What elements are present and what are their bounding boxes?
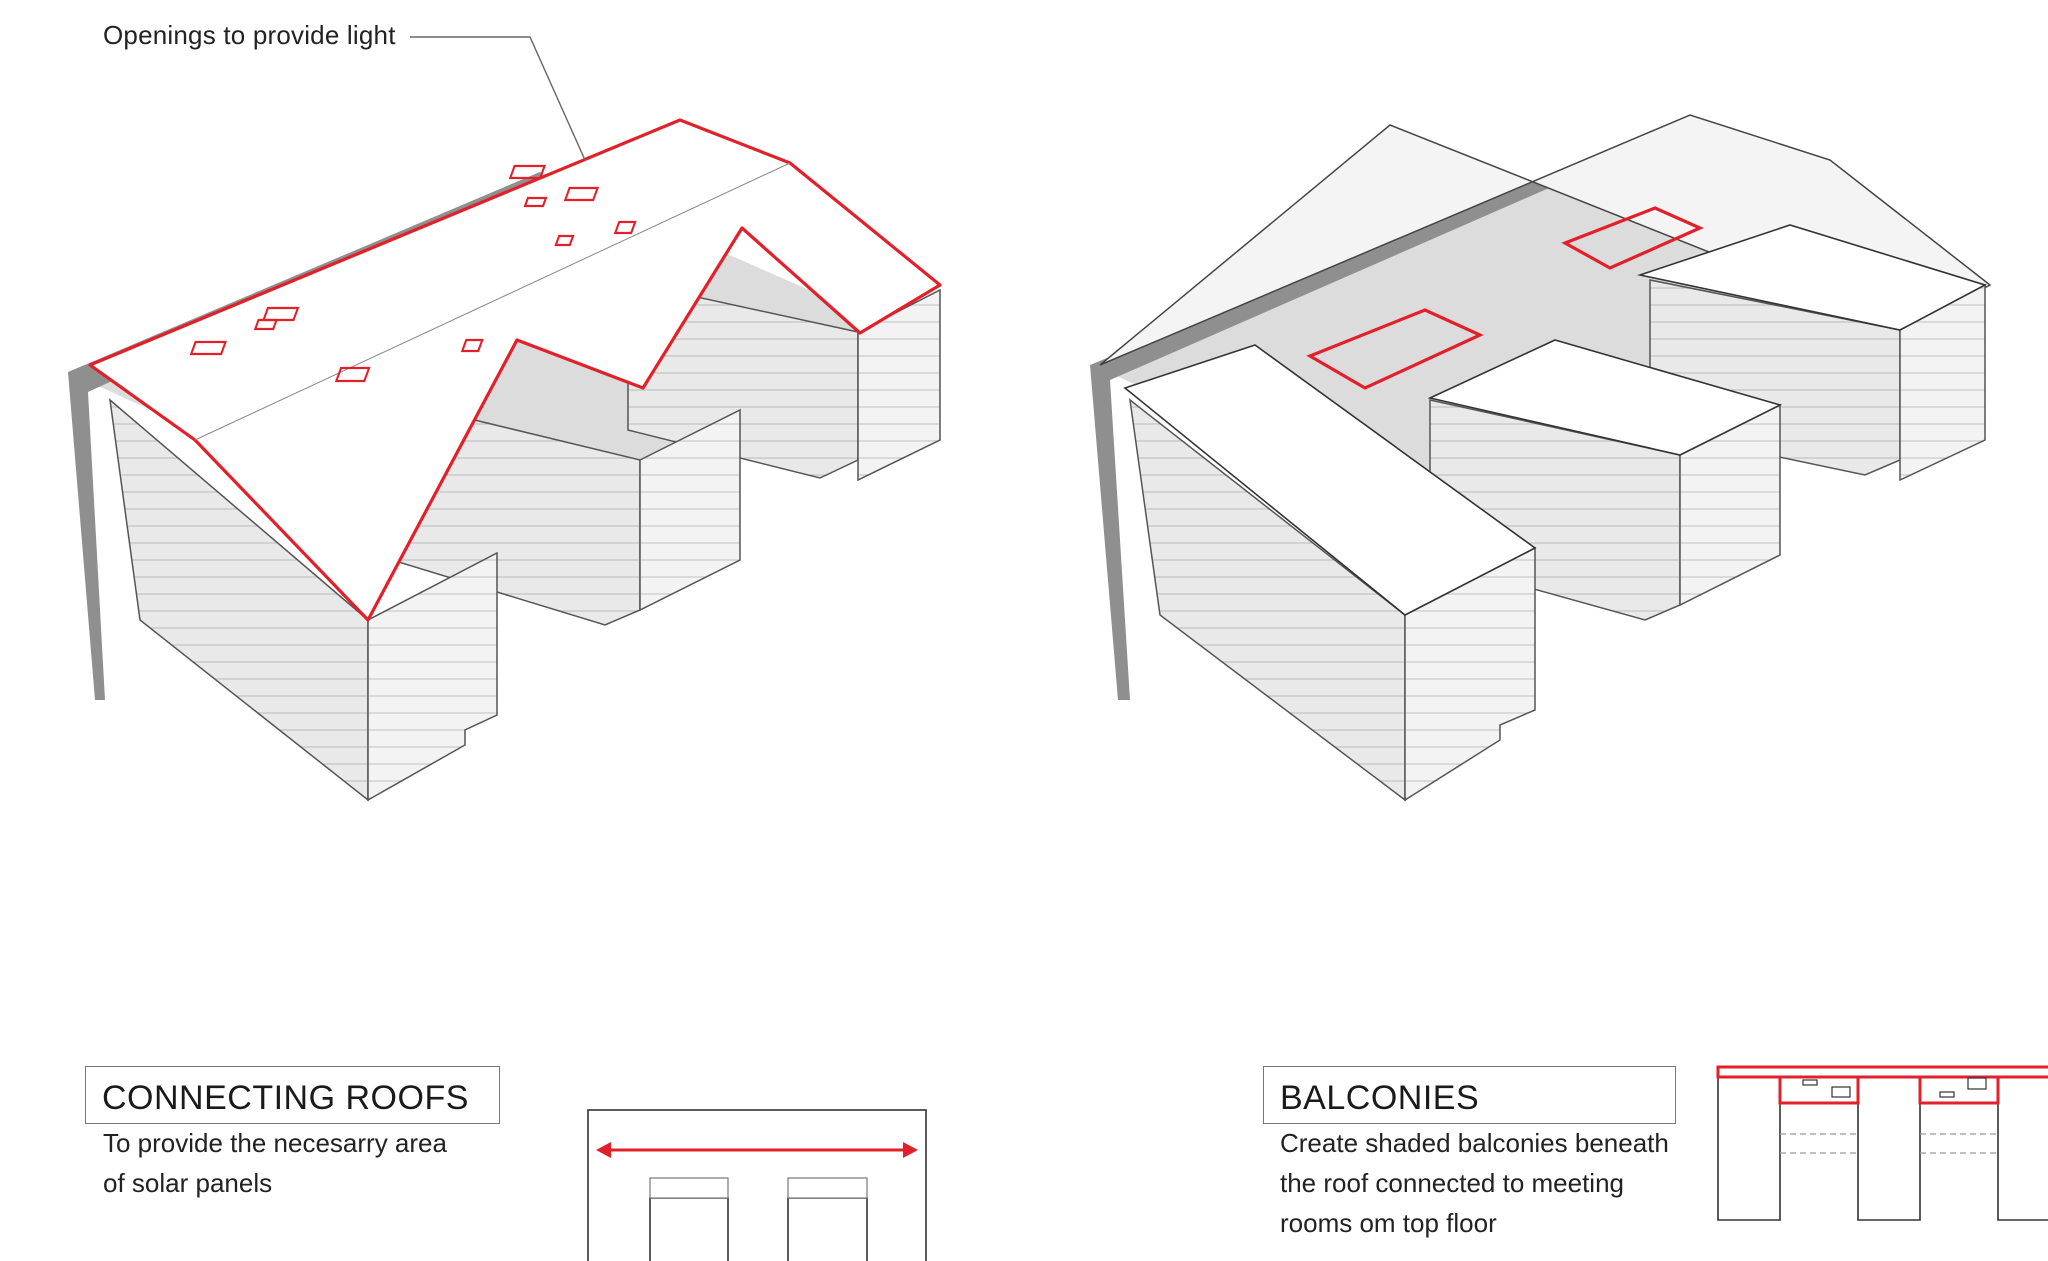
balcony-section-highlight <box>1918 1077 2000 1105</box>
section-window <box>1802 1079 1818 1086</box>
right-tower-far-roof <box>1636 224 1988 331</box>
description-line: Create shaded balconies beneath <box>1280 1128 1669 1158</box>
plan-roof-strip <box>649 1177 729 1199</box>
left-roof-ridge <box>194 162 791 441</box>
openings-callout-label: Openings to provide light <box>103 20 396 50</box>
callout-leader-line <box>410 36 586 161</box>
section-outline <box>1717 1066 2048 1221</box>
balcony-highlight <box>1561 206 1704 270</box>
balcony-section-highlight <box>1778 1077 1860 1105</box>
right-back-roof <box>1099 114 1992 366</box>
balconies-description: Create shaded balconies beneath the roof… <box>1280 1123 1669 1243</box>
right-tower-mid-roof <box>1427 339 1783 456</box>
plan-outline <box>587 1109 927 1261</box>
description-line: the roof connected to meeting <box>1280 1168 1625 1198</box>
skylight-opening <box>508 164 547 180</box>
arrow-head-right <box>903 1142 918 1158</box>
skylight-opening <box>262 306 300 322</box>
skylight-opening <box>613 220 637 235</box>
plan-roof-strip <box>787 1177 868 1199</box>
section-window <box>1939 1091 1955 1098</box>
arrow-head-left <box>596 1142 611 1158</box>
skylight-opening <box>563 186 600 202</box>
skylight-opening <box>189 340 228 356</box>
left-tower-front-face <box>367 551 498 802</box>
left-tower-far-side <box>627 281 859 479</box>
right-cast-shadow <box>1090 168 1572 700</box>
description-line: To provide the necesarry area <box>103 1128 447 1158</box>
connecting-roofs-description: To provide the necesarry area of solar p… <box>103 1123 447 1203</box>
left-tower-mid-front <box>639 408 741 612</box>
skylight-opening <box>334 366 371 383</box>
left-tower-far-front <box>857 288 941 482</box>
connecting-roofs-plan <box>587 1109 927 1261</box>
section-window <box>1831 1086 1851 1098</box>
skylight-opening <box>460 338 484 353</box>
section-roof-slab <box>1716 1065 2048 1079</box>
right-tower-front-roof <box>1123 344 1537 616</box>
left-connecting-roof <box>88 118 942 622</box>
skylight-openings <box>189 164 637 383</box>
description-line: rooms om top floor <box>1280 1208 1497 1238</box>
balconies-section <box>1716 1065 2048 1221</box>
balcony-highlight <box>1306 308 1484 390</box>
description-line: of solar panels <box>103 1168 273 1198</box>
skylight-opening <box>554 234 575 247</box>
right-building-model <box>1090 114 1992 802</box>
balconies-title: BALCONIES <box>1263 1066 1676 1124</box>
skylight-opening <box>523 196 548 208</box>
section-window <box>1967 1077 1987 1090</box>
left-building-model <box>68 36 942 802</box>
connecting-roofs-title: CONNECTING ROOFS <box>85 1066 500 1124</box>
skylight-opening <box>253 318 279 331</box>
